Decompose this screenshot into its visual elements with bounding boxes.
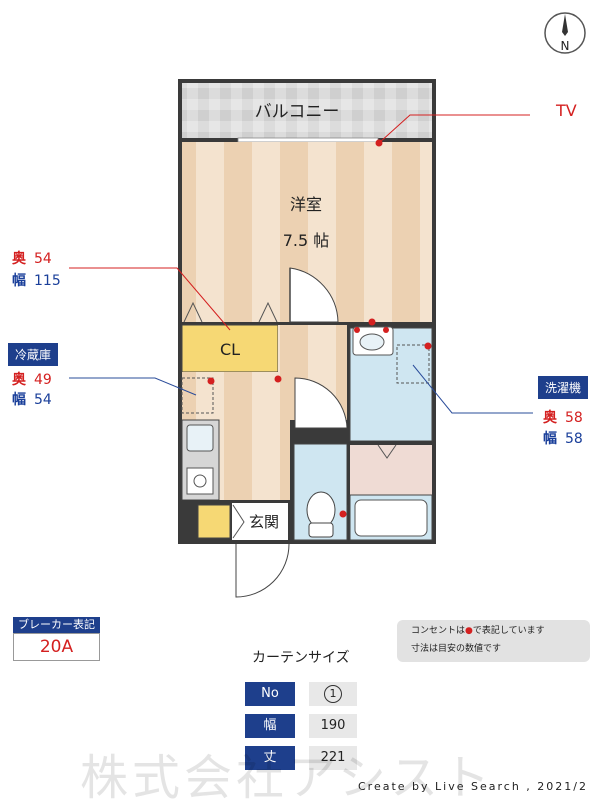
curtain-key-width: 幅 <box>245 714 295 738</box>
bath-door <box>377 444 397 459</box>
bathtub <box>354 499 428 537</box>
curtain-val-no: 1 <box>309 682 357 706</box>
compass-needle-icon <box>562 14 568 36</box>
credit: Create by Live Search , 2021/2 <box>358 780 588 793</box>
sink <box>186 424 214 452</box>
entrance <box>232 503 288 540</box>
washer-space <box>396 344 430 384</box>
curtain-key-no: No <box>245 682 295 706</box>
balcony <box>182 83 432 138</box>
outlet-markers <box>207 139 432 518</box>
outlet <box>354 327 360 333</box>
entrance-label: 玄関 <box>249 513 279 531</box>
curtain-val-length: 221 <box>309 746 357 770</box>
watermark: 株式会社アシスト <box>80 750 495 806</box>
front-door <box>235 543 290 598</box>
fridge-space <box>181 377 214 414</box>
breaker-label: ブレーカー表記 <box>13 617 100 633</box>
closet-label: CL <box>220 340 240 359</box>
legend-note: コンセントは●で表記しています 寸法は目安の数値です <box>397 620 590 662</box>
tv-leader <box>378 114 530 144</box>
closet-door-left <box>183 301 203 323</box>
western-room-label: 洋室 <box>290 195 322 214</box>
compass-north: N <box>561 39 570 53</box>
outlet <box>339 510 347 518</box>
shoe-box <box>197 504 231 539</box>
curtain-key-length: 丈 <box>245 746 295 770</box>
curtain-val-width: 190 <box>309 714 357 738</box>
outlet <box>274 375 282 383</box>
fridge-leader <box>69 377 197 396</box>
tv-label: TV <box>556 101 577 120</box>
outlet <box>383 327 389 333</box>
window <box>237 137 379 143</box>
room-door <box>289 267 339 323</box>
washer-leader <box>412 364 533 414</box>
western-room-size: 7.5 帖 <box>283 231 330 250</box>
fridge-tag: 冷蔵庫 <box>8 343 59 366</box>
breaker-value: 20A <box>13 633 100 661</box>
bath-floor <box>350 445 432 495</box>
toilet-door <box>294 377 348 429</box>
outlet <box>424 342 432 350</box>
closet-door-right <box>258 301 278 323</box>
outlet <box>207 377 215 385</box>
curtain-title: カーテンサイズ <box>252 650 350 666</box>
closet-leader <box>69 267 231 331</box>
washer-tag: 洗濯機 <box>538 376 589 399</box>
outlet-legend-icon: ● <box>465 626 473 636</box>
outlet <box>368 318 376 326</box>
stove <box>186 467 214 495</box>
balcony-label: バルコニー <box>255 102 340 122</box>
